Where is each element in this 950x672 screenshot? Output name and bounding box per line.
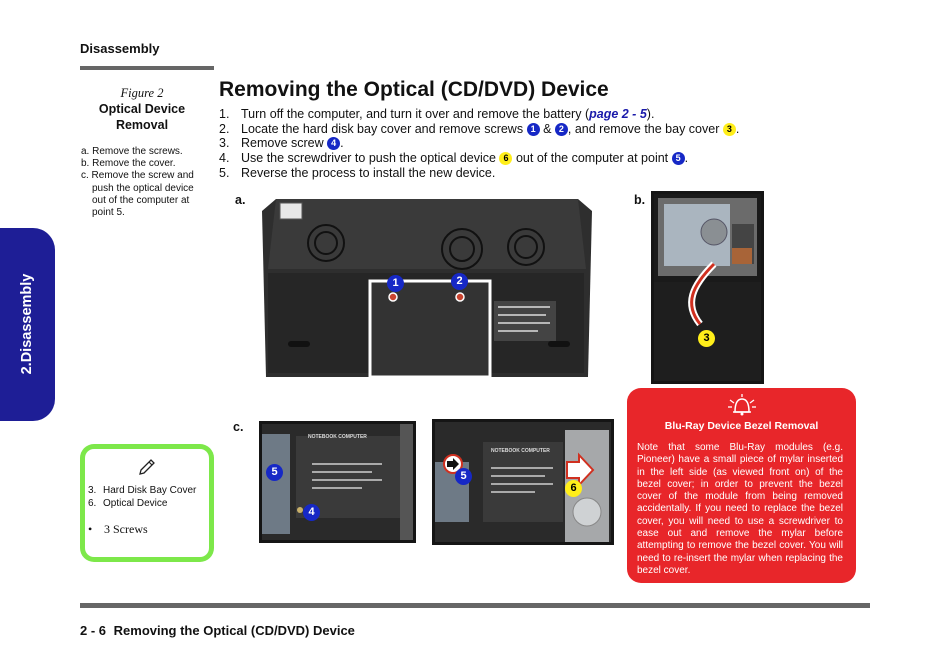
figure-caption: Figure 2 Optical Device Removal: [80, 86, 204, 133]
figure-number: Figure 2: [120, 86, 164, 100]
figure-title-line1: Optical Device: [98, 102, 186, 116]
section-header: Disassembly: [80, 41, 160, 56]
callout-badge-4: 4: [327, 137, 341, 151]
ampersand: &: [543, 121, 552, 136]
warning-box: Blu-Ray Device Bezel Removal Note that s…: [627, 388, 856, 583]
note-item-3: 3. Hard Disk Bay Cover: [88, 485, 196, 498]
side-tab-label: 2.Disassembly: [19, 273, 35, 375]
instruction-step-4: 4. Use the screwdriver to push the optica…: [219, 151, 739, 166]
note-box: 3. Hard Disk Bay Cover 6. Optical Device •…: [80, 444, 214, 562]
note-item-number: 6.: [88, 497, 97, 509]
step-mid: out of the computer at point: [515, 151, 669, 166]
instruction-step-2: 2. Locate the hard disk bay cover and rem…: [219, 122, 739, 137]
instruction-list: 1. Turn off the computer, and turn it ove…: [219, 107, 739, 181]
callout-6: 6: [565, 480, 582, 497]
callout-1: 1: [387, 275, 404, 292]
footer-page-number: 2 - 6: [80, 623, 107, 638]
figure-step-b: b. Remove the cover.: [81, 158, 176, 170]
figure-title-line2: Removal: [115, 118, 169, 132]
note-item-text: Optical Device: [103, 497, 168, 509]
callout-2: 2: [451, 273, 468, 290]
footer-title: Removing the Optical (CD/DVD) Device: [113, 623, 355, 638]
callout-5: 5: [455, 468, 472, 485]
instruction-step-5: 5. Reverse the process to install the new…: [219, 166, 739, 181]
callout-5: 5: [266, 464, 283, 481]
step-text: Turn off the computer, and turn it over …: [241, 107, 590, 121]
step-text: Remove screw: [241, 136, 324, 151]
callout-badge-1: 1: [526, 122, 540, 136]
figure-step-c-cont3: point 5.: [92, 207, 125, 219]
step-tail: .: [735, 121, 740, 136]
panel-c-label: c.: [233, 420, 244, 434]
bullet-icon: •: [88, 522, 93, 536]
step-number: 4.: [219, 151, 230, 166]
callout-3: 3: [698, 330, 715, 347]
callout-badge-3: 3: [722, 122, 736, 136]
figure-step-c-cont1: push the optical device: [92, 182, 194, 194]
notebook-label: NOTEBOOK COMPUTER: [308, 434, 367, 440]
figure-step-c: c. Remove the screw and: [81, 170, 194, 182]
warning-title: Blu-Ray Device Bezel Removal: [664, 420, 819, 432]
note-item-6: 6. Optical Device: [88, 498, 196, 511]
note-bullet: • 3 Screws: [88, 522, 148, 537]
page-title: Removing the Optical (CD/DVD) Device: [219, 78, 609, 101]
photo-push-optical-device: NOTEBOOK COMPUTER 5 6: [432, 419, 614, 545]
panel-a-label: a.: [235, 193, 246, 207]
figure-steps: a. Remove the screws. b. Remove the cove…: [81, 146, 203, 219]
step-text: Reverse the process to install the new d…: [241, 165, 496, 180]
note-list: 3. Hard Disk Bay Cover 6. Optical Device: [88, 485, 196, 510]
step-mid: , and remove the bay cover: [567, 121, 720, 136]
step-tail: .: [340, 136, 344, 151]
warning-text: Note that some Blu-Ray modules (e.g. Pio…: [637, 442, 843, 576]
note-bullet-text: 3 Screws: [104, 522, 148, 536]
photo-bay-cover: 3: [651, 191, 764, 384]
callout-badge-5: 5: [671, 152, 685, 166]
callout-badge-6: 6: [499, 152, 513, 166]
instruction-step-3: 3. Remove screw 4.: [219, 136, 739, 151]
notebook-label: NOTEBOOK COMPUTER: [491, 448, 550, 454]
header-rule: [80, 66, 214, 70]
note-content: 3. Hard Disk Bay Cover 6. Optical Device •…: [85, 449, 209, 557]
photo-laptop-underside: 1 2: [258, 191, 596, 384]
instruction-step-1: 1. Turn off the computer, and turn it ove…: [219, 107, 739, 122]
step-text: Use the screwdriver to push the optical …: [241, 151, 496, 166]
footer: 2 - 6 Removing the Optical (CD/DVD) Devi…: [80, 623, 355, 638]
note-item-text: Hard Disk Bay Cover: [103, 485, 197, 496]
pencil-icon: [139, 459, 155, 475]
note-item-number: 3.: [88, 485, 97, 496]
callout-badge-2: 2: [554, 122, 568, 136]
side-chapter-tab[interactable]: 2.Disassembly: [0, 228, 55, 421]
warning-bell-icon: [728, 394, 756, 416]
step-number: 2.: [219, 121, 230, 136]
figure-step-a: a. Remove the screws.: [81, 146, 183, 157]
step-text: Locate the hard disk bay cover and remov…: [241, 121, 524, 136]
page-link[interactable]: page 2 - 5: [589, 107, 647, 121]
figure-step-c-cont2: out of the computer at: [92, 194, 190, 206]
photo-screw-removal: NOTEBOOK COMPUTER 5 4: [259, 421, 416, 543]
panel-b-label: b.: [634, 193, 646, 207]
step-number: 5.: [219, 165, 230, 180]
step-tail: ).: [646, 107, 655, 121]
footer-rule: [80, 603, 870, 608]
step-number: 3.: [219, 136, 230, 151]
callout-4: 4: [303, 504, 320, 521]
step-number: 1.: [219, 107, 230, 121]
step-tail: .: [684, 151, 689, 166]
